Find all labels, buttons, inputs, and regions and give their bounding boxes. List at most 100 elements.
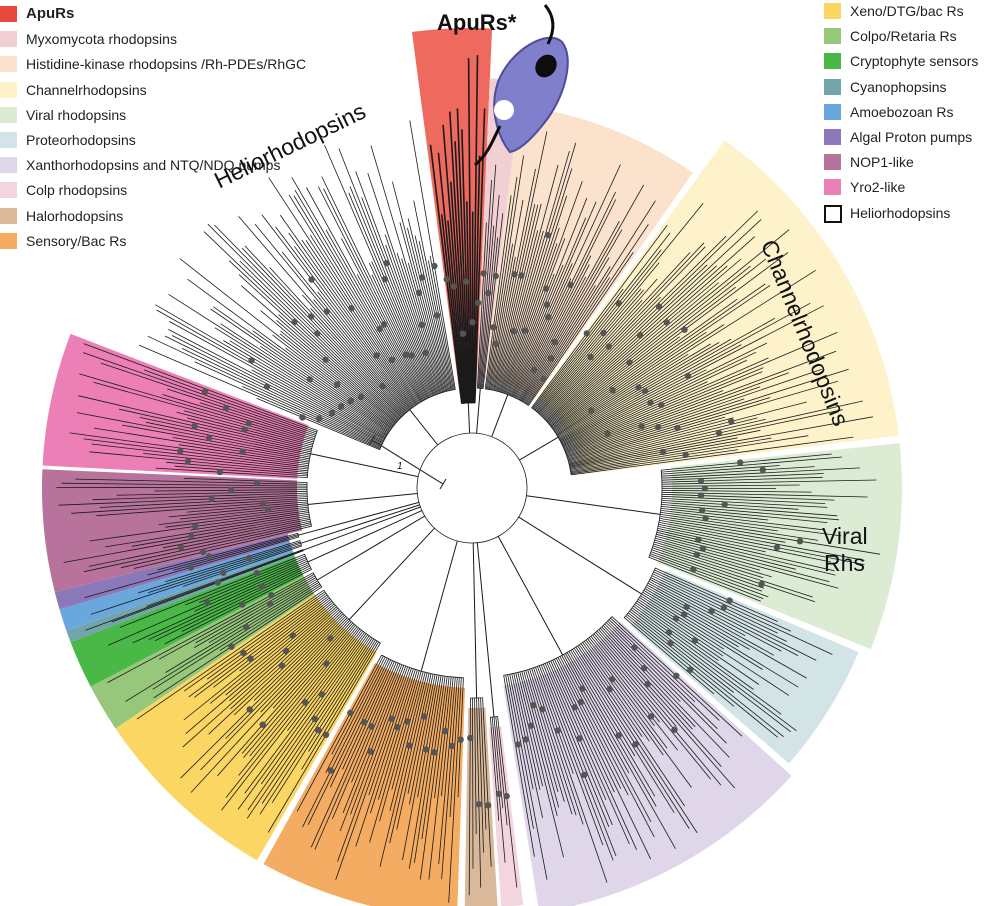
tree-leaf-branch — [183, 591, 326, 692]
tree-leaf-branch — [275, 226, 413, 409]
support-dot — [681, 326, 688, 333]
support-dot — [647, 713, 655, 720]
tree-leaf-branch — [513, 673, 541, 790]
tree-leaf-branch — [217, 622, 354, 777]
support-dot — [588, 407, 595, 414]
tree-leaf-branch — [583, 640, 692, 788]
tree-arc-proteorhodopsins — [623, 567, 656, 619]
tree-leaf-branch — [158, 506, 309, 525]
support-dot — [697, 477, 705, 485]
tree-leaf-branch — [489, 199, 524, 390]
tree-leaf-branch — [650, 551, 763, 592]
tree-leaf-branch — [549, 229, 790, 426]
tree-leaf-branch — [499, 151, 570, 393]
tree-leaf-branch — [625, 615, 735, 707]
tree-leaf-branch — [569, 418, 766, 466]
tree-leaf-branch — [296, 654, 382, 812]
tree-branch-viral — [526, 495, 661, 515]
tree-leaf-branch — [524, 266, 611, 404]
tree-leaf-branch — [389, 673, 430, 844]
tree-leaf-branch — [136, 589, 325, 720]
support-dot — [635, 384, 642, 391]
support-dot — [693, 551, 700, 558]
support-dot — [184, 458, 192, 465]
tree-leaf-branch — [531, 668, 584, 825]
tree-leaf-branch — [168, 329, 384, 443]
tree-leaf-branch — [181, 348, 383, 445]
support-dot — [308, 313, 315, 320]
tree-leaf-branch — [495, 203, 542, 391]
support-dot — [606, 685, 613, 693]
tree-leaf-branch — [518, 264, 590, 400]
tree-leaf-branch — [653, 571, 833, 655]
tree-leaf-branch — [408, 675, 442, 869]
tree-leaf-branch — [285, 347, 393, 429]
tree-leaf-branch — [563, 332, 838, 450]
support-dot — [469, 319, 476, 326]
tree-leaf-branch — [565, 372, 789, 455]
tree-leaf-branch — [225, 603, 335, 696]
tree-leaf-branch — [567, 380, 838, 461]
tree-leaf-branch — [477, 222, 487, 389]
tree-leaf-branch — [288, 194, 420, 404]
tree-leaf-branch — [567, 368, 849, 459]
tree-leaf-branch — [238, 274, 399, 421]
support-dot — [543, 301, 551, 308]
tree-leaf-branch — [652, 547, 816, 603]
tree-leaf-branch — [467, 58, 473, 404]
tree-leaf-branch — [535, 262, 660, 412]
tree-leaf-branch — [659, 520, 786, 543]
tree-leaf-branch — [407, 262, 446, 392]
tree-leaf-branch — [544, 264, 708, 420]
support-dot — [655, 303, 663, 310]
support-dot — [758, 580, 765, 588]
legend-label: Colp rhodopsins — [26, 182, 128, 199]
tree-leaf-branch — [610, 617, 720, 721]
tree-leaf-branch — [138, 344, 381, 449]
tree-leaf-branch — [164, 335, 383, 444]
tree-leaf-branch — [521, 229, 623, 402]
tree-leaf-branch — [657, 528, 766, 553]
support-dot — [641, 387, 649, 395]
support-dot — [245, 420, 253, 427]
support-dot — [259, 500, 267, 507]
tree-leaf-branch — [533, 249, 662, 410]
support-dot — [204, 599, 211, 606]
tree-leaf-branch — [534, 202, 704, 411]
support-dot — [690, 566, 697, 573]
tree-leaf-branch — [661, 484, 800, 487]
clade-sector-myxomycota — [476, 78, 522, 379]
tree-leaf-branch — [229, 606, 337, 702]
tree-leaf-branch — [143, 369, 317, 433]
tree-leaf-branch — [661, 453, 832, 471]
tree-leaf-branch — [183, 410, 313, 446]
tree-leaf-branch — [538, 278, 658, 414]
legend-swatch — [0, 232, 17, 249]
tree-leaf-branch — [565, 390, 724, 453]
support-dot — [609, 676, 616, 683]
tree-leaf-branch — [429, 255, 455, 390]
tree-leaf-branch — [478, 697, 484, 853]
support-dot — [697, 492, 705, 499]
tree-leaf-branch — [605, 622, 727, 744]
legend-swatch — [824, 154, 841, 171]
tree-leaf-branch — [402, 674, 438, 860]
support-dot — [615, 732, 622, 739]
tree-leaf-branch — [536, 288, 642, 412]
tree-arc-nop1-like — [306, 482, 312, 527]
support-dot — [406, 742, 413, 749]
tree-leaf-branch — [641, 593, 763, 670]
tree-leaf-branch — [533, 667, 608, 883]
tree-leaf-branch — [596, 630, 736, 789]
tree-leaf-branch — [563, 654, 630, 774]
tree-arc-heliorhodopsins — [379, 388, 456, 450]
tree-leaf-branch — [659, 516, 819, 541]
support-dot — [615, 300, 622, 307]
tree-leaf-branch — [305, 239, 417, 406]
support-dot — [530, 366, 538, 374]
support-dot — [408, 352, 415, 359]
tree-leaf-branch — [482, 213, 504, 389]
tree-leaf-branch — [607, 620, 718, 729]
support-dot — [480, 270, 487, 277]
